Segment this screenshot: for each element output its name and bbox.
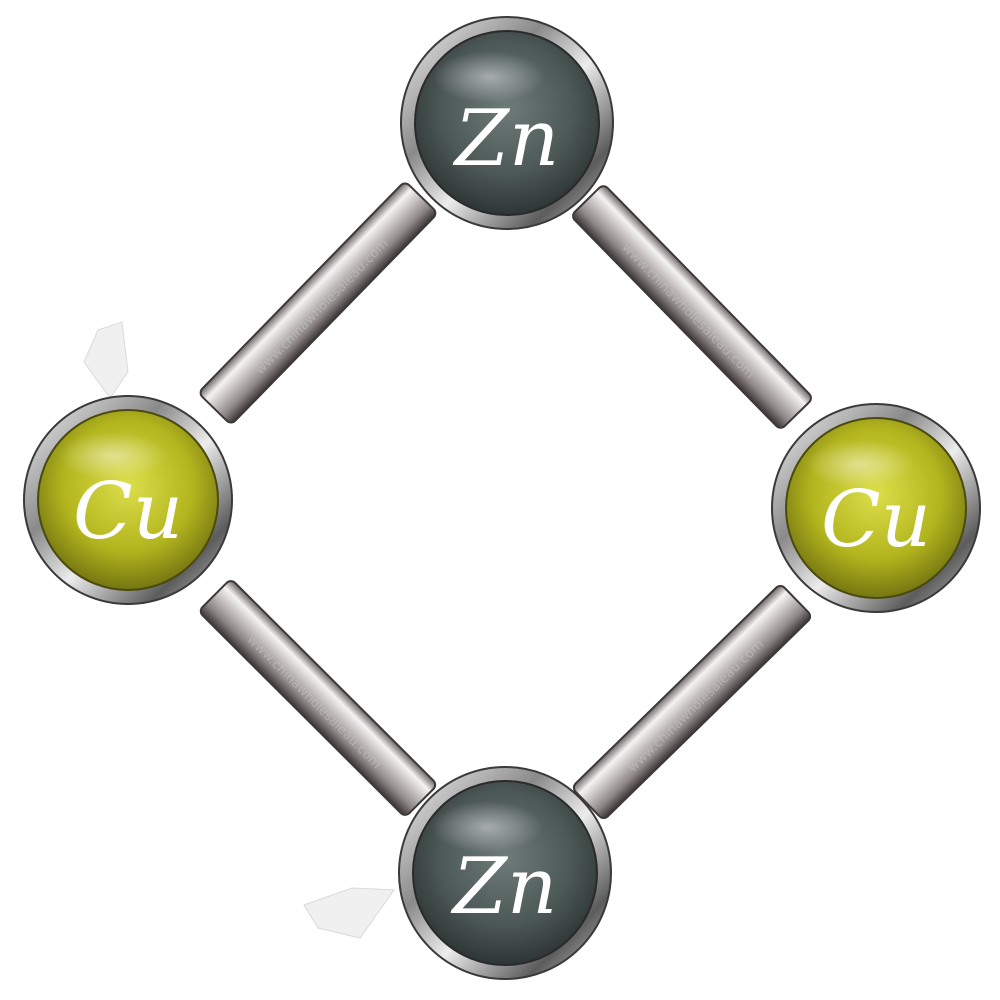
- atoms: Zn Cu Cu Zn: [23, 16, 981, 980]
- atom-zn-bottom: Zn: [398, 766, 612, 980]
- bond-cu-right-zn-bottom: www.chinawholesaleau.com: [572, 585, 812, 819]
- atom-cu-left: Cu: [23, 395, 233, 605]
- atom-symbol-label: Cu: [821, 475, 931, 565]
- sparkle-decoration-bottom: [303, 887, 395, 939]
- bonds: www.chinawholesaleau.com www.chinawholes…: [199, 182, 812, 819]
- atom-symbol-label: Cu: [73, 467, 183, 557]
- atom-symbol-label: Zn: [450, 842, 557, 932]
- watermark-text: www.chinawholesaleau.com: [253, 236, 392, 377]
- atom-symbol-label: Zn: [452, 94, 559, 184]
- bond-cu-left-zn-bottom: www.chinawholesaleau.com: [199, 580, 437, 816]
- watermark-text: www.chinawholesaleau.com: [618, 241, 757, 382]
- watermark-text: www.chinawholesaleau.com: [244, 632, 384, 772]
- atom-cu-right: Cu: [771, 403, 981, 613]
- bond-zn-top-cu-left: www.chinawholesaleau.com: [199, 182, 437, 424]
- bond-zn-top-cu-right: www.chinawholesaleau.com: [572, 185, 812, 429]
- watermark-text: www.chinawholesaleau.com: [625, 637, 766, 776]
- atom-zn-top: Zn: [400, 16, 614, 230]
- sparkle-decoration-left: [83, 321, 129, 399]
